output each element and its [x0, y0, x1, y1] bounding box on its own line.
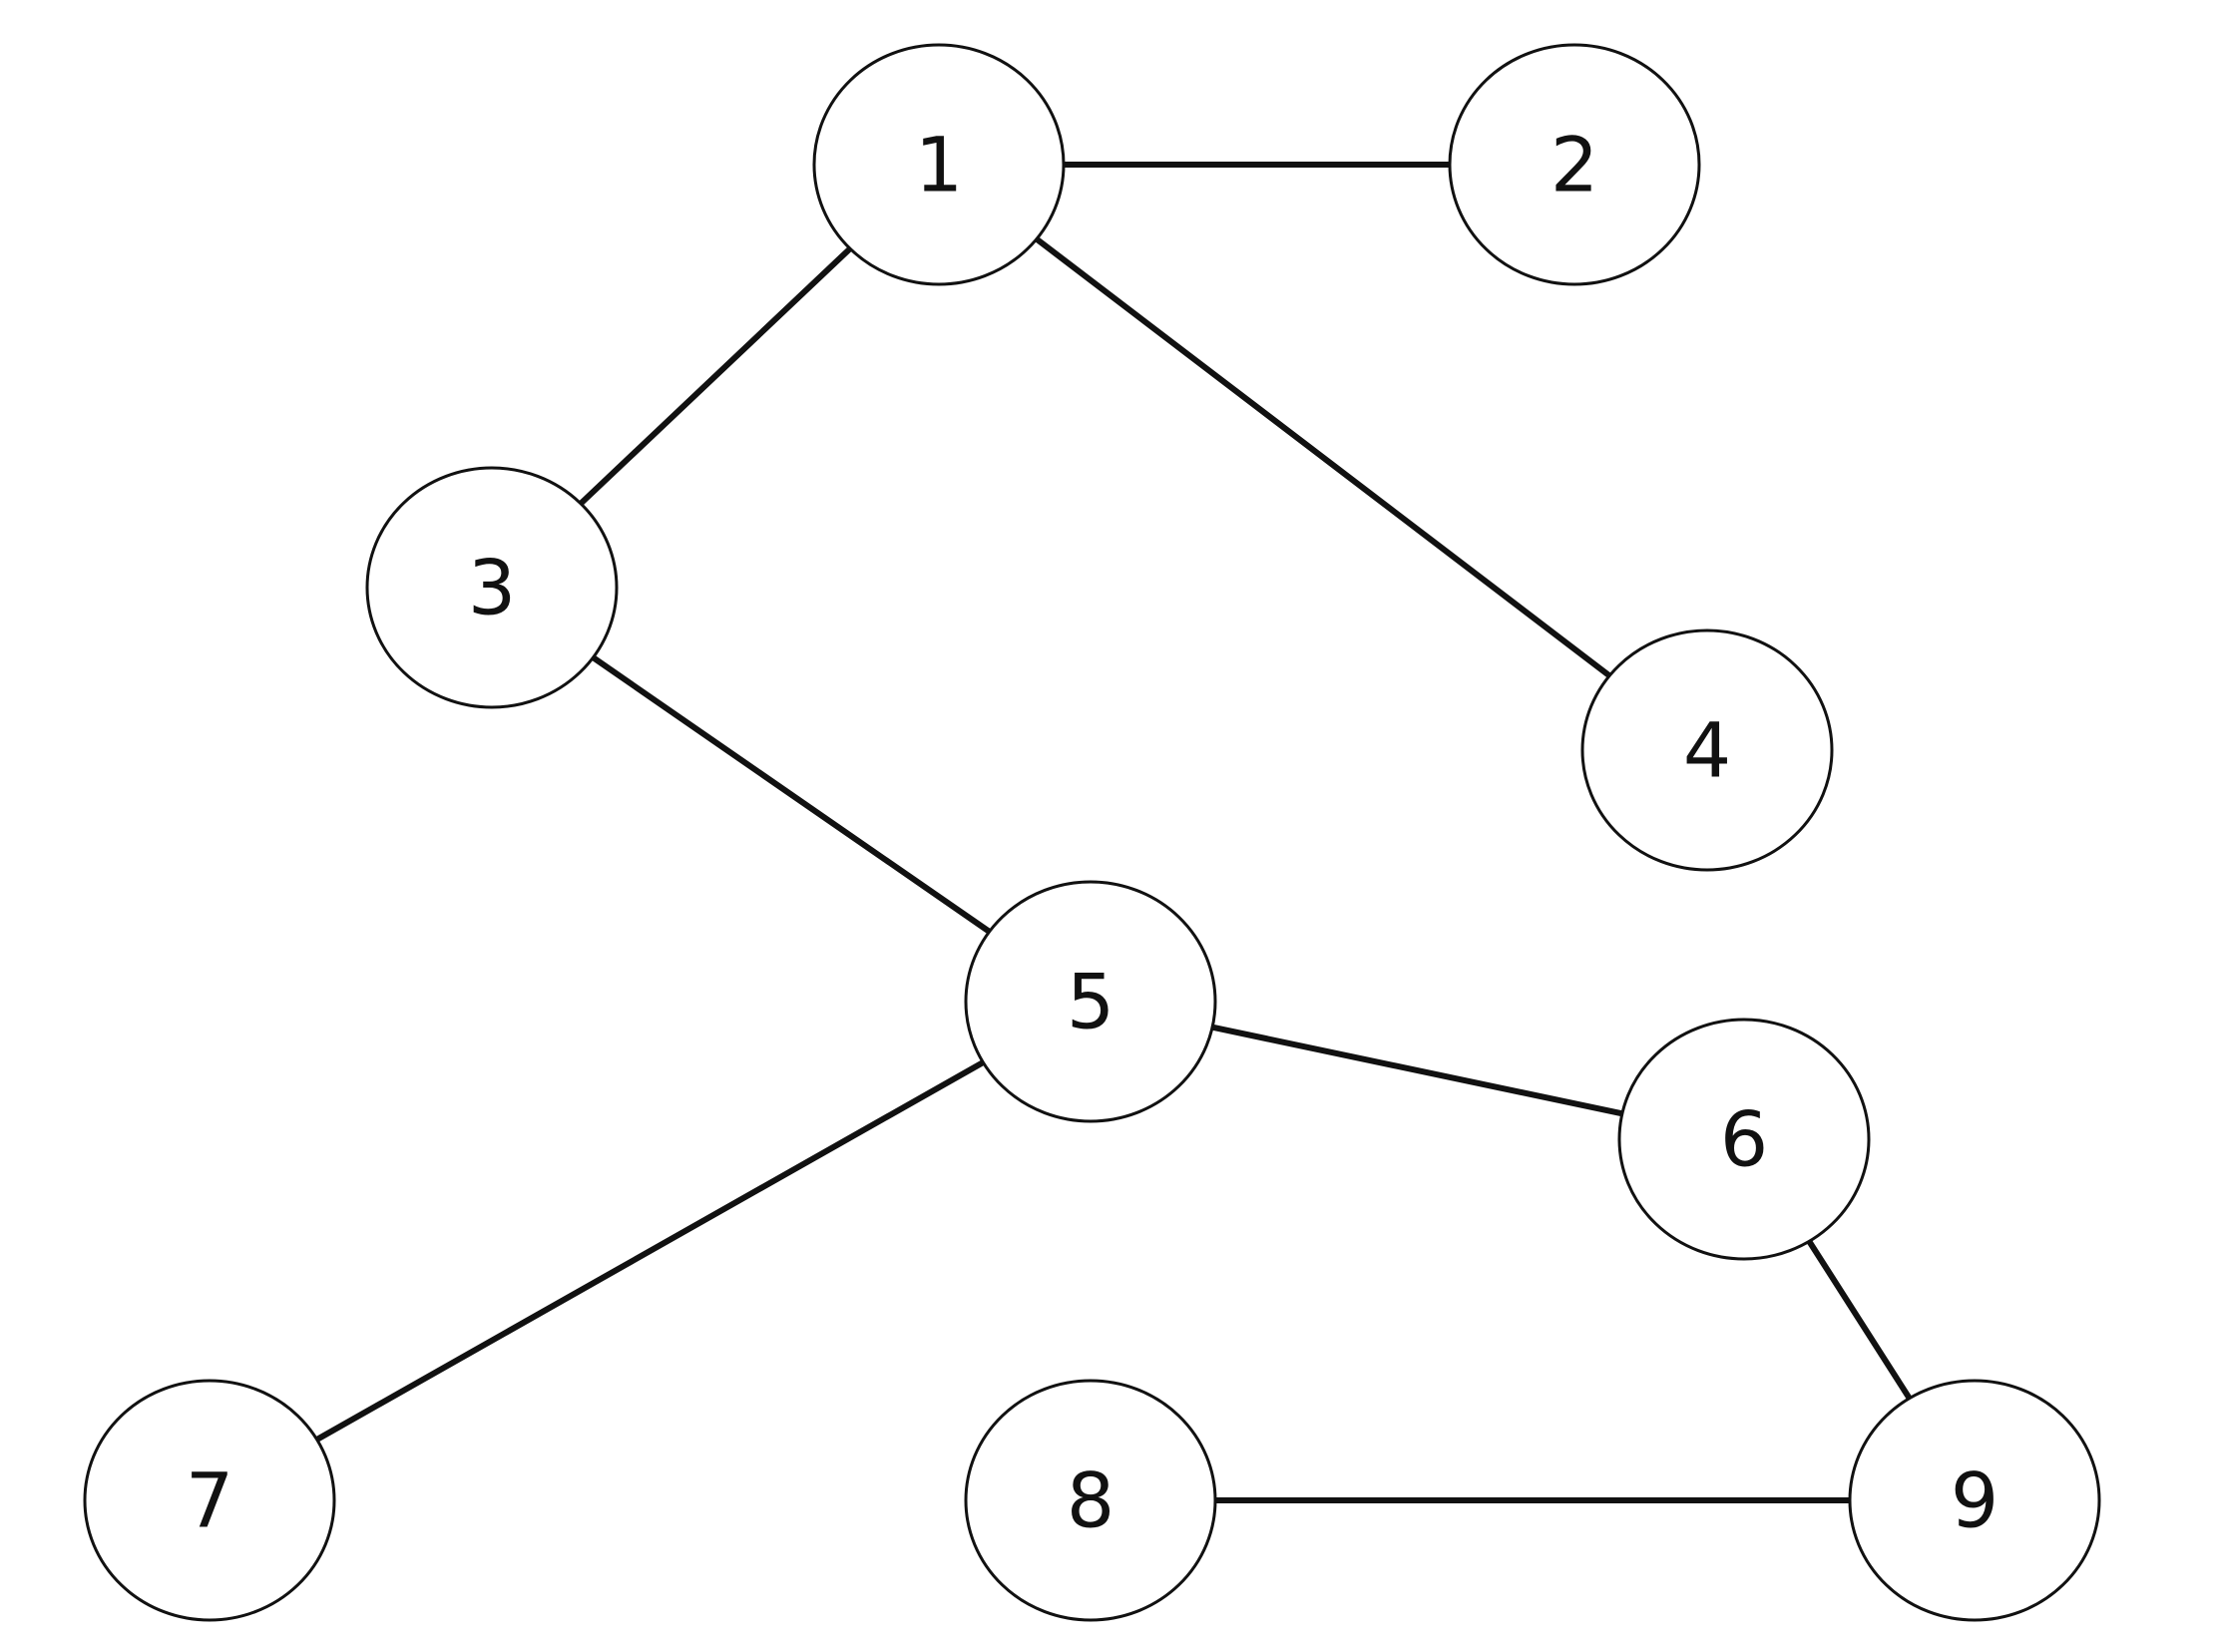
- node-5-label: 5: [1067, 958, 1114, 1046]
- node-6-label: 6: [1720, 1095, 1768, 1184]
- node-8-circle: [964, 1379, 1217, 1622]
- node-7-label: 7: [186, 1456, 233, 1545]
- edge-3-5: [591, 654, 992, 935]
- node-2: 2: [1448, 43, 1701, 286]
- node-9-label: 9: [1951, 1456, 1998, 1545]
- node-4-label: 4: [1683, 706, 1731, 795]
- node-6-circle: [1617, 1018, 1871, 1261]
- node-8: 8: [964, 1379, 1217, 1622]
- node-3-label: 3: [468, 544, 516, 632]
- edge-1-4: [1035, 236, 1611, 678]
- node-1: 1: [812, 43, 1066, 286]
- node-5-circle: [964, 880, 1217, 1123]
- node-1-circle: [812, 43, 1066, 286]
- node-4-circle: [1580, 628, 1834, 872]
- edge-6-9: [1806, 1239, 1913, 1401]
- node-2-circle: [1448, 43, 1701, 286]
- graph-nodes: 1 2 3 4 5 6 7 8 9: [83, 43, 2101, 1622]
- graph-edges: [315, 162, 1913, 1503]
- node-8-label: 8: [1067, 1456, 1114, 1545]
- node-6: 6: [1617, 1018, 1871, 1261]
- edge-1-3: [578, 246, 853, 506]
- node-3: 3: [365, 466, 619, 709]
- node-3-circle: [365, 466, 619, 709]
- node-2-label: 2: [1551, 121, 1598, 209]
- edge-5-6: [1211, 1024, 1623, 1117]
- edge-5-7: [315, 1059, 985, 1443]
- node-1-label: 1: [915, 121, 963, 209]
- node-7: 7: [83, 1379, 336, 1622]
- node-9: 9: [1848, 1379, 2101, 1622]
- node-5: 5: [964, 880, 1217, 1123]
- node-4: 4: [1580, 628, 1834, 872]
- node-7-circle: [83, 1379, 336, 1622]
- node-9-circle: [1848, 1379, 2101, 1622]
